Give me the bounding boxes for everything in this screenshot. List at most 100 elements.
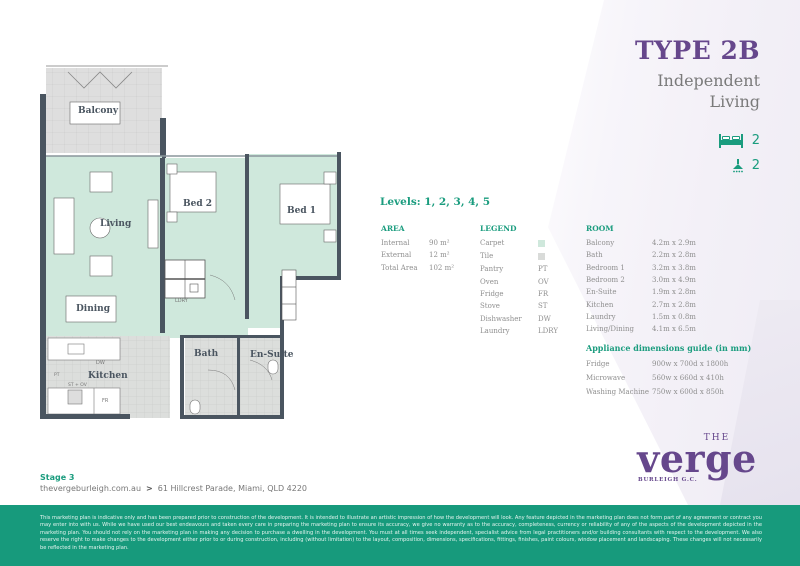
- the-verge-logo: THE verge BURLEIGH G.C.: [630, 433, 764, 483]
- room-value: 3.0m x 4.9m: [652, 276, 696, 285]
- room-label: Living/Dining: [586, 325, 635, 334]
- room-row: Laundry 1.5m x 0.8m: [586, 311, 696, 323]
- legend-row: Dishwasher DW: [480, 312, 558, 324]
- appliance-value: 560w x 660d x 410h: [652, 374, 724, 382]
- legend-code: LDRY: [538, 326, 558, 335]
- legend-label: Pantry: [480, 265, 504, 274]
- area-row: External 12 m²: [381, 249, 454, 261]
- appliance-value: 750w x 600d x 850h: [652, 388, 724, 396]
- separator-chevron-icon: >: [146, 484, 153, 493]
- legend-row: Oven OV: [480, 276, 558, 288]
- legend-label: Oven: [480, 277, 499, 286]
- legend-label: Laundry: [480, 326, 510, 335]
- legend-table: LEGEND Carpet Tile Pantry PT Oven OV Fridg…: [480, 224, 558, 337]
- bathroom-count: 2: [732, 158, 760, 173]
- room-value: 4.2m x 2.9m: [652, 239, 696, 248]
- room-value: 1.5m x 0.8m: [652, 312, 696, 321]
- levels-heading: Levels: 1, 2, 3, 4, 5: [380, 196, 491, 208]
- room-row: Balcony 4.2m x 2.9m: [586, 237, 696, 249]
- legend-code: OV: [538, 277, 549, 286]
- fixture-label-stove-oven: ST + OV: [68, 383, 87, 388]
- area-table: AREA Internal 90 m² External 12 m² Total A…: [381, 224, 454, 274]
- legend-code: ST: [538, 302, 548, 311]
- legend-label: Carpet: [480, 239, 505, 248]
- legend-label: Fridge: [480, 290, 504, 299]
- room-value: 2.2m x 2.8m: [652, 251, 696, 260]
- legend-label: Tile: [480, 252, 494, 261]
- room-label-bed-2: Bed 2: [183, 199, 213, 209]
- appliance-heading: Appliance dimensions guide (in mm): [586, 343, 752, 353]
- room-row: Living/Dining 4.1m x 6.5m: [586, 323, 696, 335]
- legend-row: Laundry LDRY: [480, 325, 558, 337]
- floor-plan-drawing: [40, 65, 341, 419]
- appliance-label: Fridge: [586, 360, 610, 368]
- legend-code: FR: [538, 290, 549, 299]
- fixture-label-laundry: LDRY: [175, 298, 188, 304]
- subtitle-line-1: Independent: [657, 71, 760, 90]
- legend-heading: LEGEND: [480, 224, 517, 233]
- room-label-kitchen: Kitchen: [88, 371, 128, 381]
- tile-swatch: [538, 252, 545, 260]
- appliance-label: Microwave: [586, 374, 626, 382]
- legend-row-tile: Tile: [480, 249, 558, 263]
- bedroom-count: 2: [718, 133, 760, 148]
- fixture-label-dishwasher: DW: [96, 360, 105, 366]
- appliance-row: Microwave 560w x 660d x 410h: [586, 371, 751, 385]
- bathroom-count-value: 2: [751, 158, 760, 173]
- carpet-swatch: [538, 239, 545, 247]
- floor-plan: Balcony Living Dining Kitchen Bed 2 Bed …: [40, 60, 350, 420]
- bed-icon: [718, 133, 743, 148]
- shower-icon: [732, 158, 743, 172]
- room-value: 2.7m x 2.8m: [652, 300, 696, 309]
- area-value: 12 m²: [429, 251, 450, 260]
- logo-name: verge: [637, 436, 757, 481]
- room-row: En-Suite 1.9m x 2.8m: [586, 286, 696, 298]
- area-row: Internal 90 m²: [381, 237, 454, 249]
- website-link[interactable]: thevergeburleigh.com.au: [40, 484, 142, 493]
- appliance-table: Appliance dimensions guide (in mm) Fridg…: [586, 343, 751, 399]
- address-line: thevergeburleigh.com.au > 61 Hillcrest P…: [40, 484, 307, 493]
- appliance-value: 900w x 700d x 1800h: [652, 360, 729, 368]
- room-label: En-Suite: [586, 288, 617, 297]
- stage-label: Stage 3: [40, 473, 75, 482]
- room-label-living: Living: [100, 219, 132, 229]
- unit-subtitle: Independent Living: [657, 70, 760, 112]
- legend-code: DW: [538, 314, 551, 323]
- room-label: Kitchen: [586, 300, 614, 309]
- legend-code: PT: [538, 265, 548, 274]
- room-label-balcony: Balcony: [78, 106, 119, 116]
- area-label: External: [381, 251, 412, 260]
- area-label: Internal: [381, 239, 410, 248]
- area-value: 90 m²: [429, 239, 450, 248]
- area-value: 102 m²: [429, 263, 455, 272]
- room-row: Bedroom 1 3.2m x 3.8m: [586, 262, 696, 274]
- room-label: Bedroom 1: [586, 263, 625, 272]
- room-heading: ROOM: [586, 224, 614, 233]
- legend-row-carpet: Carpet: [480, 237, 558, 249]
- disclaimer-text: This marketing plan is indicative only a…: [40, 515, 762, 551]
- fixture-label-pantry: PT: [54, 373, 60, 378]
- room-label-en-suite: En-Suite: [250, 350, 294, 360]
- legend-label: Dishwasher: [480, 314, 522, 323]
- area-label: Total Area: [381, 263, 418, 272]
- fixture-label-fridge: FR: [102, 398, 109, 404]
- legend-row: Fridge FR: [480, 288, 558, 300]
- room-value: 3.2m x 3.8m: [652, 263, 696, 272]
- room-label: Laundry: [586, 312, 616, 321]
- logo-the: THE: [703, 433, 731, 443]
- legend-row: Pantry PT: [480, 263, 558, 275]
- room-value: 4.1m x 6.5m: [652, 325, 696, 334]
- room-label: Balcony: [586, 239, 615, 248]
- area-heading: AREA: [381, 224, 405, 233]
- unit-type-title: TYPE 2B: [634, 36, 760, 65]
- room-value: 1.9m x 2.8m: [652, 288, 696, 297]
- area-row: Total Area 102 m²: [381, 262, 454, 274]
- room-label: Bath: [586, 251, 603, 260]
- appliance-row: Fridge 900w x 700d x 1800h: [586, 357, 751, 371]
- room-row: Bath 2.2m x 2.8m: [586, 249, 696, 261]
- logo-tagline: BURLEIGH G.C.: [638, 477, 698, 483]
